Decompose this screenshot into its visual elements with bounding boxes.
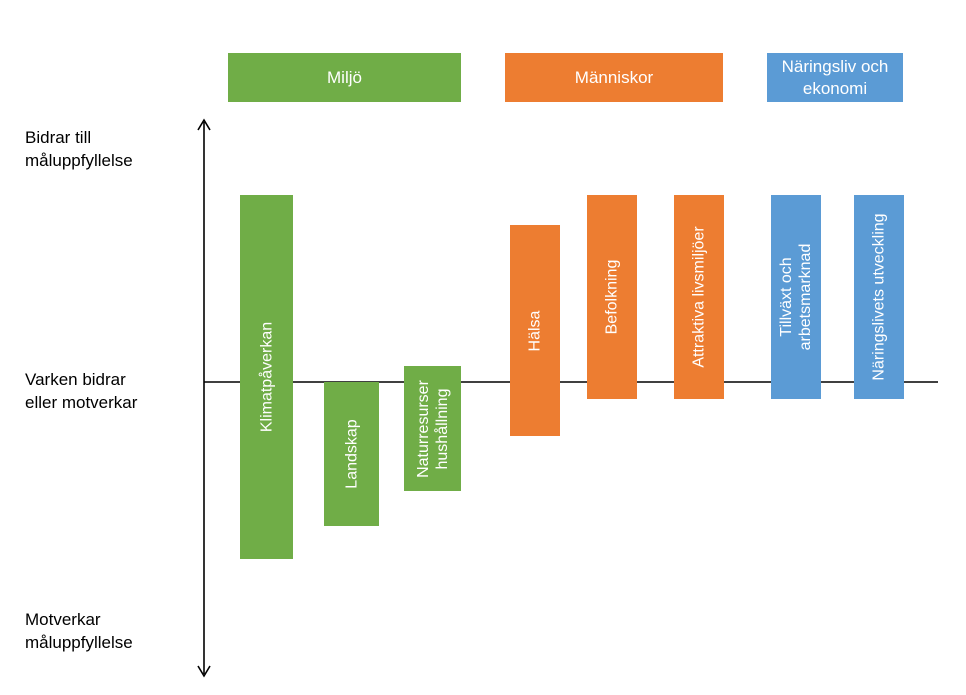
- bar-naturresurser: Naturresurser hushållning: [404, 366, 461, 491]
- arrow-down-icon: [197, 665, 211, 678]
- bar-tillvaxt-line1: Tillväxt och: [778, 257, 795, 337]
- axis-label-bottom-line2: måluppfyllelse: [25, 633, 133, 652]
- axis-label-top-line2: måluppfyllelse: [25, 151, 133, 170]
- header-manniskor: Människor: [505, 53, 723, 102]
- axis-label-top: Bidrar till måluppfyllelse: [25, 126, 133, 172]
- bar-landskap-label: Landskap: [343, 419, 360, 489]
- axis-label-middle-line1: Varken bidrar: [25, 370, 126, 389]
- axis-label-bottom-line1: Motverkar: [25, 610, 101, 629]
- header-miljo: Miljö: [228, 53, 461, 102]
- bar-tillvaxt-line2: arbetsmarknad: [797, 243, 814, 351]
- bar-befolkning: Befolkning: [587, 195, 637, 399]
- bar-naturresurser-line2: hushållning: [433, 388, 451, 469]
- header-manniskor-label: Människor: [574, 67, 654, 87]
- bar-landskap: Landskap: [324, 382, 379, 526]
- axis-label-middle-line2: eller motverkar: [25, 393, 138, 412]
- bar-attraktiva-livsmiljoer: Attraktiva livsmiljöer: [674, 195, 724, 399]
- header-naringsliv-line2: ekonomi: [802, 78, 868, 98]
- bar-klimatpaverkan: Klimatpåverkan: [240, 195, 293, 559]
- axis-label-middle: Varken bidrar eller motverkar: [25, 368, 137, 414]
- bar-naturresurser-label: Naturresurser hushållning: [414, 380, 452, 478]
- bar-naturresurser-line1: Naturresurser: [414, 379, 432, 478]
- axis-label-bottom: Motverkar måluppfyllelse: [25, 608, 133, 654]
- axis-label-top-line1: Bidrar till: [25, 128, 92, 147]
- bar-naringslivets-utveckling-label: Näringslivets utveckling: [870, 213, 888, 381]
- bar-tillvaxt: Tillväxt och arbetsmarknad: [771, 195, 821, 399]
- bar-befolkning-label: Befolkning: [603, 259, 621, 335]
- header-miljo-label: Miljö: [327, 67, 362, 87]
- bar-attraktiva-livsmiljoer-label: Attraktiva livsmiljöer: [690, 226, 708, 368]
- bar-naringslivets-utveckling: Näringslivets utveckling: [854, 195, 904, 399]
- bar-klimatpaverkan-label: Klimatpåverkan: [258, 321, 275, 433]
- arrow-up-icon: [197, 118, 211, 131]
- header-naringsliv-line1: Näringsliv och: [781, 56, 889, 76]
- bar-halsa-label: Hälsa: [526, 310, 544, 351]
- header-naringsliv: Näringsliv och ekonomi: [767, 53, 903, 102]
- bar-tillvaxt-label: Tillväxt och arbetsmarknad: [777, 244, 815, 351]
- bar-halsa: Hälsa: [510, 225, 560, 436]
